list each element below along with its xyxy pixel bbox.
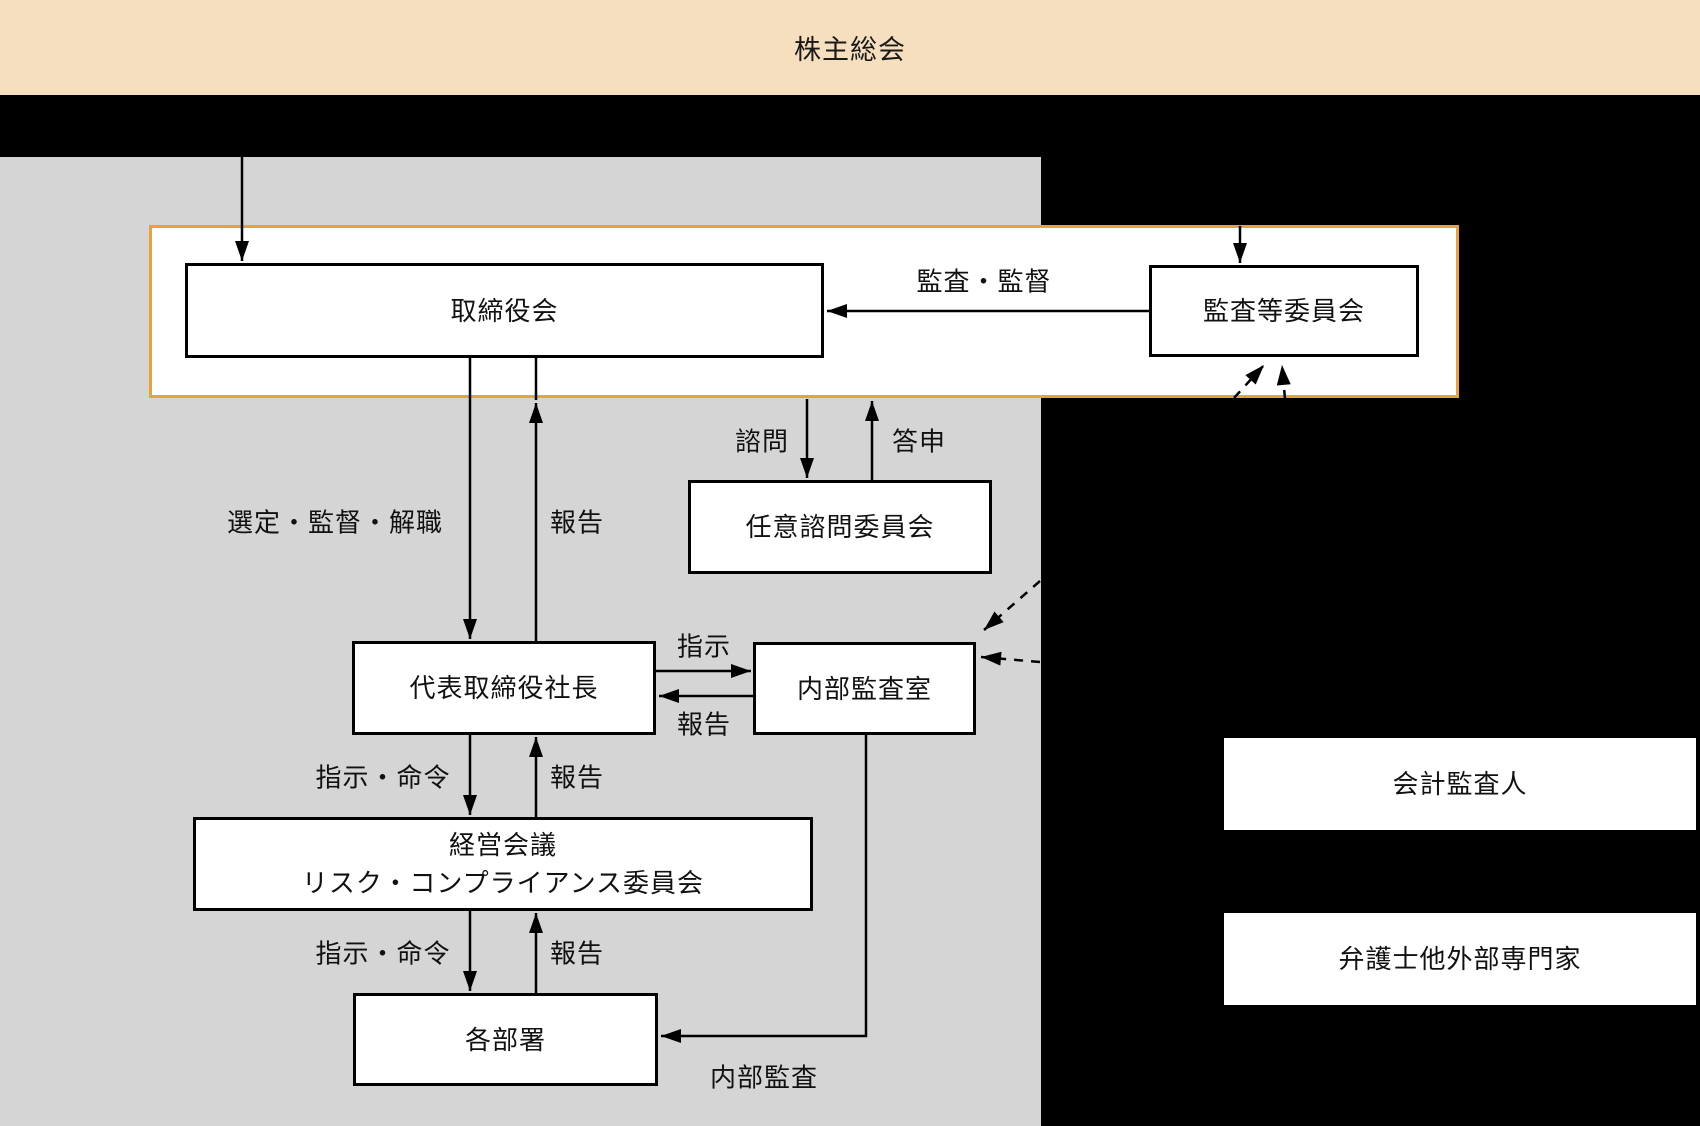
label-instruction-order-upper: 指示・命令 <box>315 762 451 793</box>
node-president: 代表取締役社長 <box>352 641 656 735</box>
node-board-label: 取締役会 <box>450 295 559 326</box>
label-internal-audit: 内部監査 <box>709 1062 819 1093</box>
node-external-experts: 弁護士他外部専門家 <box>1224 913 1696 1005</box>
node-audit-committee: 監査等委員会 <box>1149 265 1419 357</box>
node-management-meeting: 経営会議 リスク・コンプライアンス委員会 <box>193 817 813 911</box>
label-instruction: 指示 <box>676 631 732 662</box>
label-report-to-management: 報告 <box>549 938 605 969</box>
node-external-experts-label: 弁護士他外部専門家 <box>1338 944 1582 974</box>
node-internal-audit-office: 内部監査室 <box>753 642 976 735</box>
label-selection-supervision-dismissal: 選定・監督・解職 <box>226 507 444 538</box>
node-audit-committee-label: 監査等委員会 <box>1202 296 1365 326</box>
label-instruction-order-lower: 指示・命令 <box>315 938 451 969</box>
node-president-label: 代表取締役社長 <box>409 673 599 703</box>
top-black-band <box>0 95 1700 157</box>
label-consultation: 諮問 <box>734 426 790 457</box>
label-audit-supervision: 監査・監督 <box>916 266 1052 297</box>
shareholders-meeting-title: 株主総会 <box>794 35 906 65</box>
label-report-from-internal-audit: 報告 <box>676 709 732 740</box>
label-report-back: 答申 <box>891 426 947 457</box>
node-internal-audit-office-label: 内部監査室 <box>796 673 932 704</box>
node-management-meeting-line1: 経営会議 <box>448 830 557 860</box>
node-departments-label: 各部署 <box>464 1024 546 1055</box>
node-advisory-committee: 任意諮問委員会 <box>688 480 992 574</box>
node-accounting-auditor: 会計監査人 <box>1224 738 1696 830</box>
node-management-meeting-line2: リスク・コンプライアンス委員会 <box>301 868 705 898</box>
shareholders-meeting-banner: 株主総会 <box>0 0 1700 95</box>
label-report-to-board: 報告 <box>549 507 605 538</box>
node-advisory-committee-label: 任意諮問委員会 <box>745 512 935 542</box>
node-board-of-directors: 取締役会 <box>185 263 824 358</box>
label-report-to-president: 報告 <box>549 762 605 793</box>
node-accounting-auditor-label: 会計監査人 <box>1392 769 1528 799</box>
node-departments: 各部署 <box>353 993 658 1086</box>
